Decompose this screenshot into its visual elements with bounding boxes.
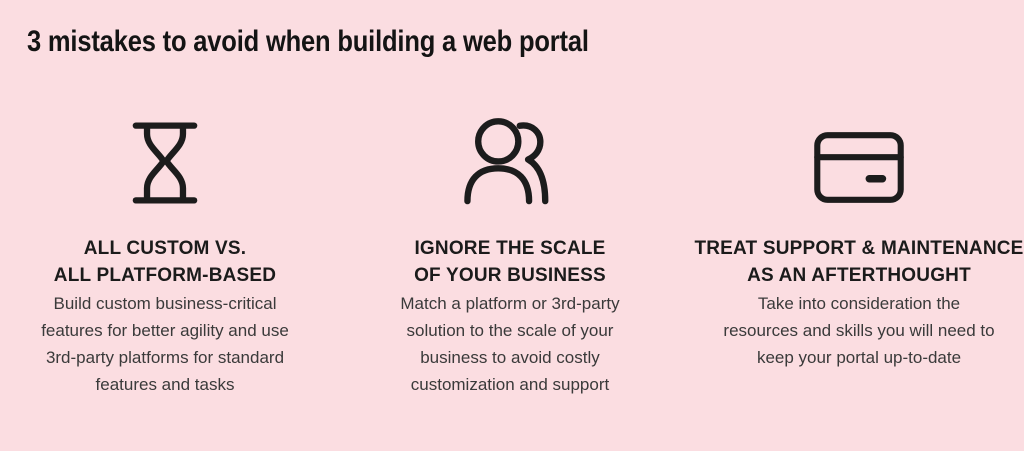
hourglass-icon: [132, 122, 198, 204]
icon-box: [360, 95, 660, 205]
icon-box: [10, 95, 320, 205]
mistake-column-2: IGNORE THE SCALE OF YOUR BUSINESS Match …: [360, 95, 660, 398]
mistake-description: Take into consideration the resources an…: [723, 294, 995, 367]
page-title: 3 mistakes to avoid when building a web …: [27, 25, 589, 58]
mistake-heading: ALL CUSTOM VS. ALL PLATFORM-BASED: [53, 238, 277, 286]
credit-card-icon: [814, 132, 904, 203]
people-icon: [464, 118, 549, 205]
mistake-column-1: ALL CUSTOM VS. ALL PLATFORM-BASED Build …: [10, 95, 320, 398]
mistake-description: Build custom business-critical features …: [41, 294, 289, 394]
icon-box: [694, 95, 1024, 205]
mistake-description: Match a platform or 3rd-party solution t…: [400, 294, 620, 394]
mistake-column-3: TREAT SUPPORT & MAINTENANCE AS AN AFTERT…: [694, 95, 1024, 371]
mistake-heading: TREAT SUPPORT & MAINTENANCE AS AN AFTERT…: [694, 238, 1024, 286]
mistake-heading: IGNORE THE SCALE OF YOUR BUSINESS: [414, 238, 606, 286]
